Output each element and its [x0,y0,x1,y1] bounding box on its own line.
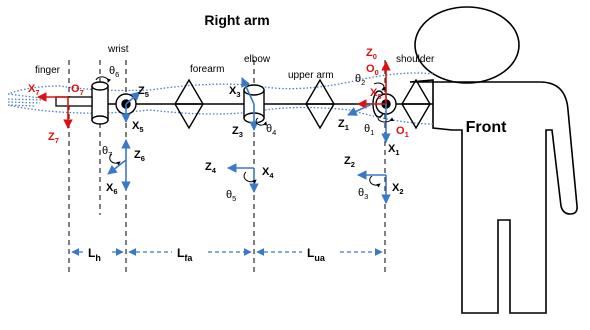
red-labels: Z0 X0 O0 O1 O7 X7 Z7 [28,47,409,145]
label-theta3: θ3 [358,187,368,201]
label-z3: Z3 [232,125,243,139]
rotation-arcs [95,76,394,188]
label-x3: X3 [229,85,241,99]
label-x1: X1 [388,143,400,157]
joint-guides [68,60,386,272]
label-z2: Z2 [344,155,355,169]
diagram-title: Right arm [204,12,269,28]
label-lua: Lua [307,246,326,263]
label-lh: Lh [88,246,101,263]
label-theta5: θ5 [226,189,236,203]
front-label: Front [466,119,508,136]
label-z5: Z5 [138,85,149,99]
label-z6: Z6 [134,149,145,163]
human-silhouette [409,6,578,314]
arm-outline [7,72,434,125]
segment-labels: finger wrist forearm elbow upper arm sho… [35,44,435,81]
label-finger: finger [35,65,61,76]
label-z7: Z7 [48,131,59,145]
label-elbow: elbow [244,54,271,65]
label-lfa: Lfa [177,246,193,263]
label-theta1: θ1 [364,123,374,137]
finger-bar [55,96,93,107]
label-x5: X5 [132,120,144,134]
link-diamonds [174,78,431,130]
label-x7: X7 [28,83,40,97]
frame-axes [37,61,391,204]
label-theta4: θ4 [266,123,276,137]
label-x4: X4 [262,166,274,180]
label-theta6: θ6 [109,65,119,79]
axis-labels: Z1 X1 Z2 X2 Z3 X3 Z4 X4 Z5 X5 Z6 X6 [106,85,404,196]
label-z4: Z4 [205,161,217,175]
label-upper-arm: upper arm [288,70,334,81]
label-x2: X2 [392,182,404,196]
label-theta2: θ2 [355,73,365,87]
label-o1: O1 [396,125,409,139]
label-z0: Z0 [366,47,377,61]
label-z1: Z1 [338,118,349,132]
label-x0: X0 [370,87,382,101]
label-shoulder: shoulder [396,54,435,65]
label-wrist: wrist [107,44,129,55]
label-theta7: θ7 [102,145,112,159]
label-o0: O0 [366,63,379,77]
label-o7: O7 [71,83,84,97]
label-forearm: forearm [190,64,224,75]
label-x6: X6 [106,182,118,196]
length-labels: Lh Lfa Lua [88,246,326,263]
angle-labels: θ1 θ2 θ3 θ4 θ5 θ6 θ7 [102,65,374,203]
